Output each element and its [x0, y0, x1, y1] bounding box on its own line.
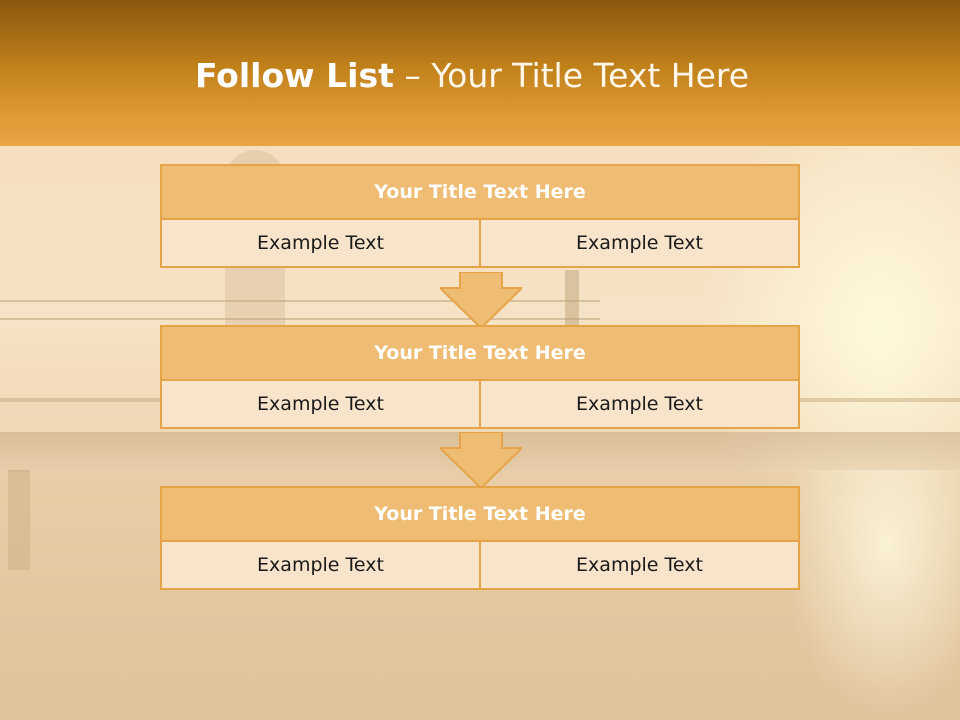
block-cell-left: Example Text: [162, 542, 479, 588]
sun-reflection: [780, 470, 960, 720]
list-block: Your Title Text Here Example Text Exampl…: [160, 164, 800, 268]
block-cell-left: Example Text: [162, 381, 479, 427]
block-row: Example Text Example Text: [160, 218, 800, 268]
title-bold: Follow List: [194, 56, 394, 95]
block-cell-right: Example Text: [479, 542, 798, 588]
title-rest: Your Title Text Here: [431, 56, 750, 95]
block-title: Your Title Text Here: [160, 486, 800, 540]
block-title: Your Title Text Here: [160, 325, 800, 379]
block-cell-right: Example Text: [479, 381, 798, 427]
page-title: Follow List – Your Title Text Here: [0, 56, 944, 95]
header-band: Follow List – Your Title Text Here: [0, 0, 960, 146]
pier-post: [565, 270, 579, 330]
block-row: Example Text Example Text: [160, 540, 800, 590]
title-dash: –: [404, 56, 421, 95]
block-cell-right: Example Text: [479, 220, 798, 266]
list-block: Your Title Text Here Example Text Exampl…: [160, 325, 800, 429]
block-cell-left: Example Text: [162, 220, 479, 266]
block-title: Your Title Text Here: [160, 164, 800, 218]
list-block: Your Title Text Here Example Text Exampl…: [160, 486, 800, 590]
pier-rope: [0, 300, 600, 302]
arrow-down-icon: [440, 432, 522, 490]
pier-rope: [0, 318, 600, 320]
block-row: Example Text Example Text: [160, 379, 800, 429]
arrow-down-icon: [440, 272, 522, 330]
